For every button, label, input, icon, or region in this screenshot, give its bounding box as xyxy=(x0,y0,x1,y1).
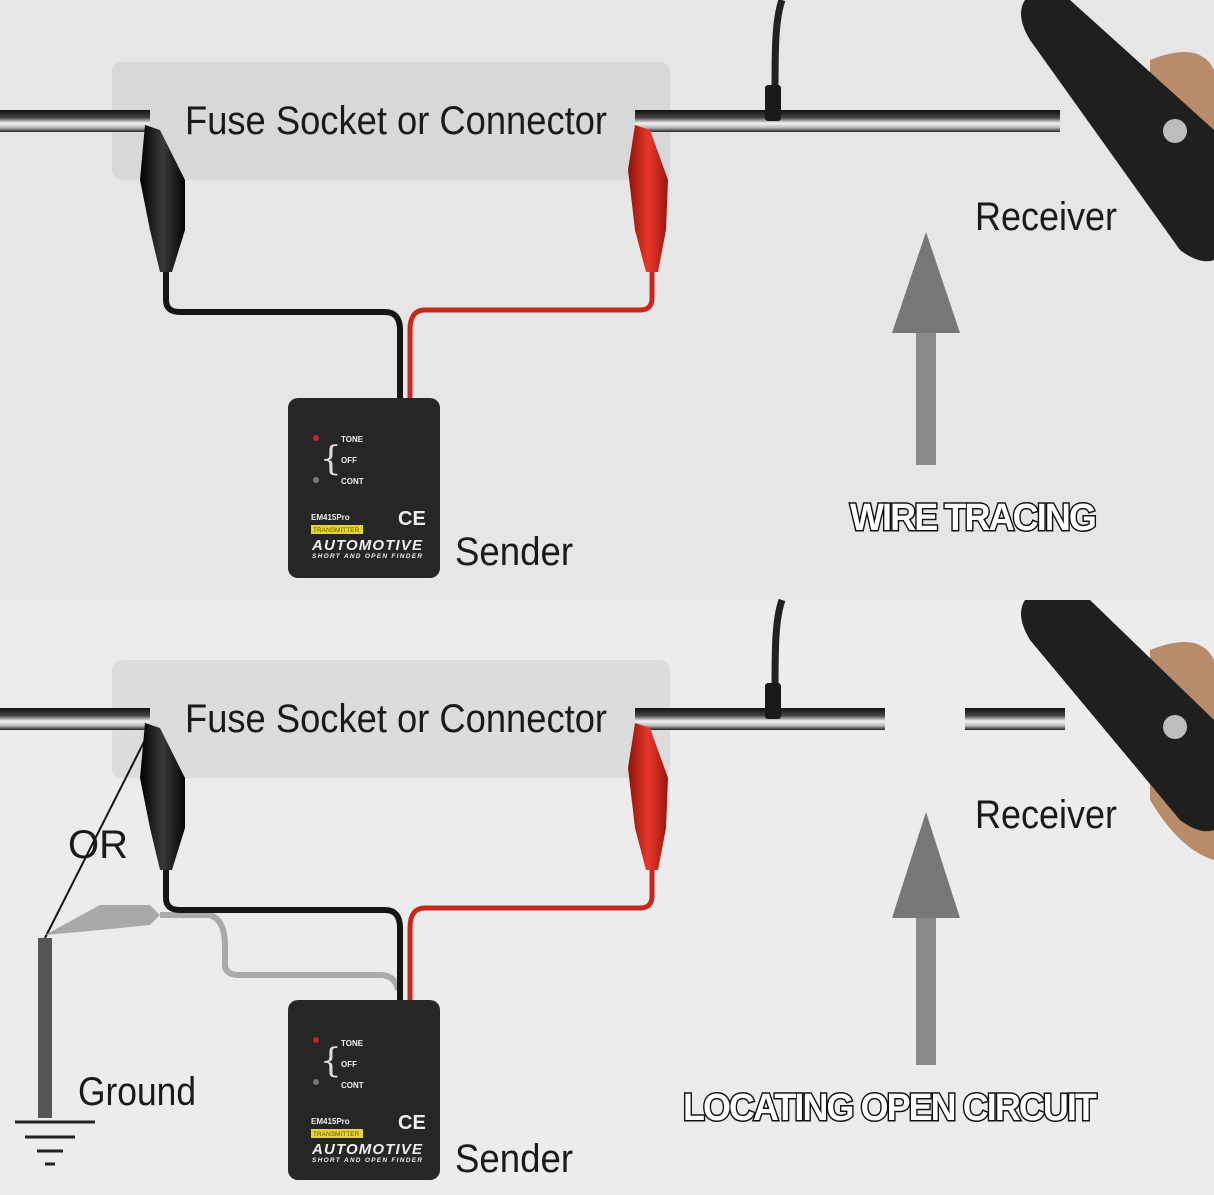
switch-brace: { xyxy=(320,1041,342,1081)
red-lead xyxy=(407,870,655,1000)
black-clip-icon xyxy=(140,125,185,272)
tone-led-icon xyxy=(313,435,319,441)
wire-left xyxy=(0,110,150,132)
badge-label: TRANSMITTER xyxy=(313,1131,360,1138)
arrow-shaft xyxy=(916,915,936,1065)
black-lead xyxy=(163,870,403,1000)
ground-rod xyxy=(38,938,52,1118)
switch-off: OFF xyxy=(341,1060,357,1069)
mode-title: LOCATING OPEN CIRCUIT xyxy=(683,1087,1097,1129)
wire-right-before-break xyxy=(635,708,885,730)
sender-label: Sender xyxy=(455,530,573,574)
receiver-device xyxy=(1021,0,1214,262)
receiver-probe-cable xyxy=(771,0,786,96)
receiver-device xyxy=(1021,600,1214,860)
switch-tone: TONE xyxy=(341,1039,364,1048)
switch-off: OFF xyxy=(341,456,357,465)
fuse-socket-box xyxy=(112,660,670,778)
model-label: EM415Pro xyxy=(311,1117,350,1126)
black-clip-icon xyxy=(140,723,185,870)
badge-bg xyxy=(311,1129,363,1138)
brand-label: AUTOMOTIVE xyxy=(311,1141,423,1158)
badge-bg xyxy=(311,525,363,534)
or-label: OR xyxy=(68,823,128,867)
or-connector-line xyxy=(44,729,151,939)
probe-tip-icon xyxy=(765,85,781,121)
switch-cont: CONT xyxy=(341,1081,364,1090)
red-clip-icon xyxy=(628,125,668,272)
model-label: EM415Pro xyxy=(311,513,350,522)
tagline-label: SHORT AND OPEN FINDER xyxy=(312,553,422,560)
receiver-label: Receiver xyxy=(975,195,1117,239)
receiver-button xyxy=(1163,715,1187,739)
socket-label: Fuse Socket or Connector xyxy=(185,99,607,143)
wire-left xyxy=(0,708,150,730)
brand-label: AUTOMOTIVE xyxy=(311,537,423,554)
badge-label: TRANSMITTER xyxy=(313,527,360,534)
ground-label: Ground xyxy=(78,1070,196,1114)
switch-tone: TONE xyxy=(341,435,364,444)
tagline-label: SHORT AND OPEN FINDER xyxy=(312,1157,422,1164)
switch-cont: CONT xyxy=(341,477,364,486)
wire-right xyxy=(635,110,1060,132)
receiver-probe-cable xyxy=(771,598,786,694)
tone-led-icon xyxy=(313,1037,319,1043)
panel-wire-tracing: Fuse Socket or Connector { TONE OFF CONT… xyxy=(0,0,1214,578)
socket-label: Fuse Socket or Connector xyxy=(185,697,607,741)
sender-device: { TONE OFF CONT EM415Pro TRANSMITTER AUT… xyxy=(288,1000,440,1180)
receiver-label: Receiver xyxy=(975,793,1117,837)
mode-title: WIRE TRACING xyxy=(850,497,1095,539)
wire-right-after-break xyxy=(965,708,1065,730)
ground-symbol-icon xyxy=(15,1120,95,1166)
cont-led-icon xyxy=(313,477,319,483)
ghost-clip-icon xyxy=(45,905,160,935)
probe-tip-icon xyxy=(765,683,781,719)
switch-brace: { xyxy=(320,439,342,479)
cont-led-icon xyxy=(313,1079,319,1085)
receiver-button xyxy=(1163,119,1187,143)
sender-device: { TONE OFF CONT EM415Pro TRANSMITTER AUT… xyxy=(288,398,440,578)
arrow-shaft xyxy=(916,325,936,465)
ghost-lead xyxy=(160,912,401,991)
fuse-socket-box xyxy=(112,62,670,180)
panel-open-circuit: Fuse Socket or Connector OR Ground { TON… xyxy=(0,598,1214,1181)
arrow-up-icon xyxy=(892,232,960,333)
black-lead xyxy=(163,272,403,400)
ce-mark: CE xyxy=(398,1112,426,1134)
arrow-up-icon xyxy=(892,812,960,918)
sender-label: Sender xyxy=(455,1137,573,1181)
red-lead xyxy=(407,272,655,400)
ce-mark: CE xyxy=(398,508,426,530)
red-clip-icon xyxy=(628,723,668,870)
